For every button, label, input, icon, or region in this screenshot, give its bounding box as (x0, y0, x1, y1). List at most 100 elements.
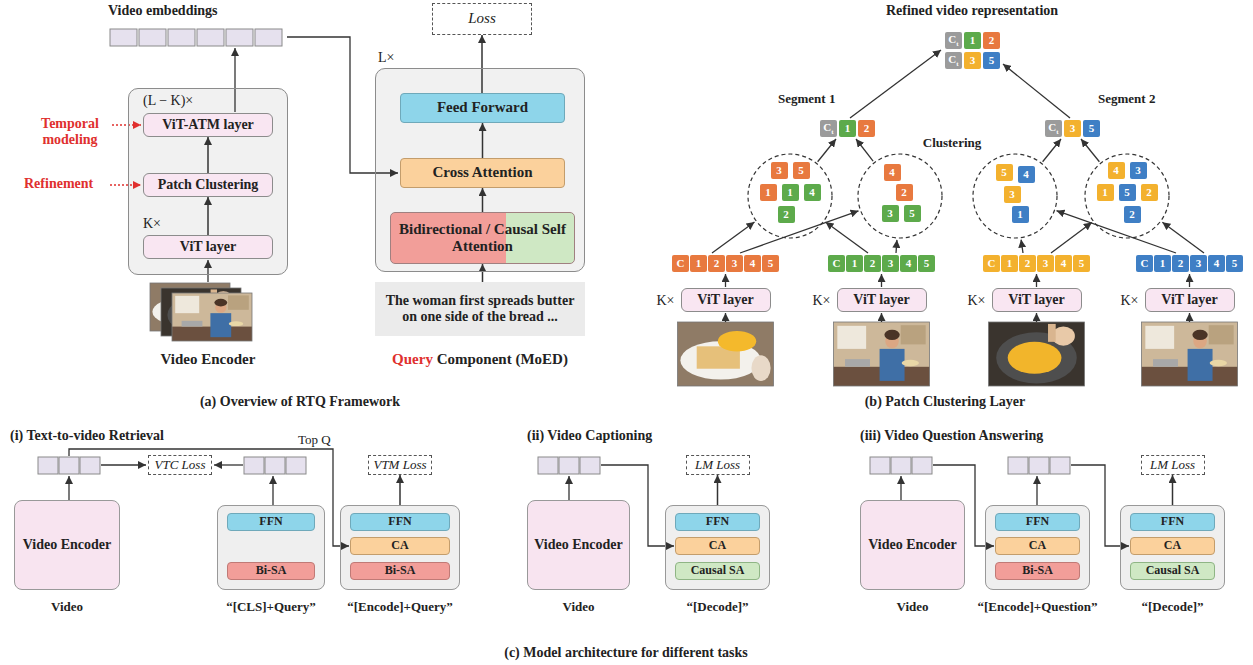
box-label: Causal SA (1146, 564, 1200, 578)
box-label: 1 (765, 186, 771, 199)
cluster-circle (858, 154, 942, 238)
frame-part (837, 326, 866, 349)
embedding-square (265, 457, 285, 474)
self-attention-box: Bi-SA (995, 562, 1080, 580)
box-label: 5 (1089, 122, 1095, 135)
token-square: Ct (820, 120, 837, 137)
token-square: C (983, 255, 1000, 272)
box-label: VTC Loss (155, 458, 206, 473)
box-label: The woman first spreads butter on one si… (379, 293, 581, 325)
token-square: 5 (762, 255, 779, 272)
token-square: 3 (726, 255, 743, 272)
box-label: ViT-ATM layer (162, 117, 254, 133)
query-box: “[Decode]”FFNCACausal SA (1120, 505, 1225, 590)
box-label: 5 (1124, 186, 1130, 199)
frame-border (678, 322, 774, 386)
token-square: Ct (945, 52, 962, 69)
box-label: 5 (798, 164, 804, 177)
layer-box: Patch Clustering (143, 173, 273, 197)
panel-label: Refined video representation (886, 3, 1058, 19)
frame-part (1008, 342, 1062, 374)
panel-label: Video embeddings (108, 3, 218, 19)
embedding-square (580, 457, 600, 474)
box-label: Ct (1048, 121, 1058, 136)
data-flow-line (1051, 222, 1092, 253)
panel-label: K× (813, 293, 831, 309)
box-label: 4 (809, 186, 815, 199)
frame-part (1048, 324, 1056, 342)
data-flow-line (725, 274, 726, 287)
loss-box: Loss (432, 3, 532, 35)
token-square: 3 (1064, 120, 1081, 137)
data-flow-line (895, 240, 897, 253)
panel-label: Top Q (298, 433, 331, 448)
token-square: 3 (882, 255, 899, 272)
loss-box: LM Loss (1141, 455, 1205, 475)
box-label: 5 (1079, 257, 1085, 270)
embedding-square (1029, 457, 1049, 474)
box-label: 2 (1146, 186, 1152, 199)
box-label: 2 (901, 186, 907, 199)
token-square: C (672, 255, 689, 272)
cluster-circle (973, 154, 1057, 238)
data-flow-line (712, 222, 754, 253)
box-label: FFN (259, 515, 282, 529)
data-flow-line (881, 313, 882, 322)
video-frame (678, 322, 774, 386)
box-label: 4 (906, 257, 912, 270)
box-label: Bidirectional / Causal Self Attention (395, 221, 570, 256)
token-square: 2 (983, 32, 1000, 49)
box-label: 3 (970, 54, 976, 67)
encoder-box: Video EncoderVideo (527, 500, 630, 590)
box-label: 2 (989, 34, 995, 47)
data-flow-line (900, 476, 901, 500)
symbol-base: C (1048, 121, 1056, 133)
video-frame (834, 322, 930, 386)
symbol-subscript: t (956, 40, 958, 48)
frame-part (880, 349, 905, 381)
box-label: 2 (1178, 257, 1184, 270)
box-label: Bi-SA (256, 564, 287, 578)
token-square: Ct (1045, 120, 1062, 137)
box-label: 4 (889, 166, 895, 179)
box-label: Bi-SA (385, 564, 416, 578)
frame-part (718, 331, 756, 351)
token-square: 4 (1055, 255, 1072, 272)
token-square: 5 (1073, 255, 1090, 272)
box-label: 5 (1001, 166, 1007, 179)
box-label: Feed Forward (437, 99, 528, 116)
embedding-square (80, 457, 100, 474)
panel-label: K× (657, 293, 675, 309)
frame-border (1142, 322, 1238, 386)
self-attention-box: Bidirectional / Causal Self Attention (390, 212, 575, 264)
box-label: FFN (388, 515, 411, 529)
embedding-square (1050, 457, 1070, 474)
cross-attention-box: CA (1130, 537, 1215, 555)
box-heading: “[CLS]+Query” (226, 600, 316, 615)
panel-label: K× (143, 216, 161, 232)
data-flow-line (1162, 222, 1204, 253)
layer-box: ViT layer (681, 288, 771, 312)
self-attention-box: Bi-SA (350, 562, 450, 580)
frame-part (751, 355, 770, 381)
flow-arrow (482, 264, 484, 282)
data-flow-line (287, 37, 398, 173)
video-frame (172, 293, 252, 341)
layer-box: ViT layer (143, 235, 273, 259)
layer-box: ViT layer (1145, 288, 1235, 312)
token-square: 4 (1108, 162, 1125, 179)
token-square: 5 (1226, 255, 1243, 272)
data-flow-line (1043, 139, 1061, 162)
token-square: 3 (882, 205, 899, 222)
token-square: 2 (858, 120, 875, 137)
token-square: 5 (904, 205, 921, 222)
data-flow-line (1003, 64, 1070, 118)
data-flow-line (101, 464, 146, 465)
box-label: 3 (1043, 257, 1049, 270)
callout-text: Temporal modeling (30, 116, 110, 148)
box-label: 3 (732, 257, 738, 270)
flow-arrow (207, 137, 209, 173)
frame-part (989, 322, 1085, 386)
token-square: 1 (1097, 184, 1114, 201)
